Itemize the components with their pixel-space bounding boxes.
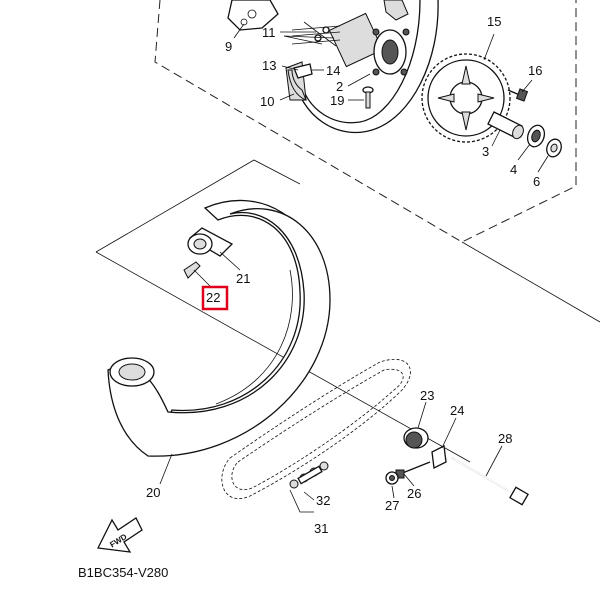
spokes-part: [291, 21, 341, 47]
callout-3: 3: [482, 144, 489, 159]
callout-28: 28: [498, 431, 512, 446]
callout-2: 2: [336, 79, 343, 94]
callout-16: 16: [528, 63, 542, 78]
fwd-arrow-icon: FWD: [97, 517, 143, 553]
wheel-hub-part: [328, 0, 410, 76]
diagram-reference-code: B1BC354-V280: [78, 565, 168, 580]
chain-joint-part: [289, 461, 329, 489]
oil-seal-part: [546, 138, 562, 158]
callout-10: 10: [260, 94, 274, 109]
locknut-part: [385, 471, 399, 485]
callout-27: 27: [385, 498, 399, 513]
tire-part: [107, 208, 331, 457]
leader-lines: [159, 23, 549, 513]
axle-plate-part: [431, 445, 447, 469]
rim-band-part: [287, 63, 313, 101]
callout-23: 23: [420, 388, 434, 403]
callout-19: 19: [330, 93, 344, 108]
callout-22: 22: [206, 290, 220, 305]
lower-assembly-boundary: [95, 159, 600, 463]
callout-31: 31: [314, 521, 328, 536]
callout-20: 20: [146, 485, 160, 500]
rear-axle-part: [451, 457, 529, 506]
callout-24: 24: [450, 403, 464, 418]
selected-callout-highlight: [201, 285, 229, 311]
callout-14: 14: [326, 63, 340, 78]
callout-26: 26: [407, 486, 421, 501]
callout-6: 6: [533, 174, 540, 189]
bearing-part: [526, 124, 546, 148]
callout-4: 4: [510, 162, 517, 177]
sprocket-part: [421, 53, 511, 143]
collar-part: [487, 111, 524, 140]
brake-disc-part: [227, 0, 279, 31]
callout-labels: 9 11 13 14 10 2 19 15 16 3 4 6 21 22 20 …: [146, 14, 542, 536]
callout-32: 32: [316, 493, 330, 508]
upper-assembly-boundary: [154, 0, 577, 243]
callout-15: 15: [487, 14, 501, 29]
callout-21: 21: [236, 271, 250, 286]
drive-chain-part: [221, 358, 411, 499]
sprocket-bolt-part: [507, 88, 529, 102]
callout-9: 9: [225, 39, 232, 54]
valve-screw-part: [362, 86, 374, 109]
callout-11: 11: [262, 25, 276, 40]
callout-13: 13: [262, 58, 276, 73]
chain-puller-part: [403, 427, 429, 449]
adjusting-bolt-part: [395, 461, 431, 479]
